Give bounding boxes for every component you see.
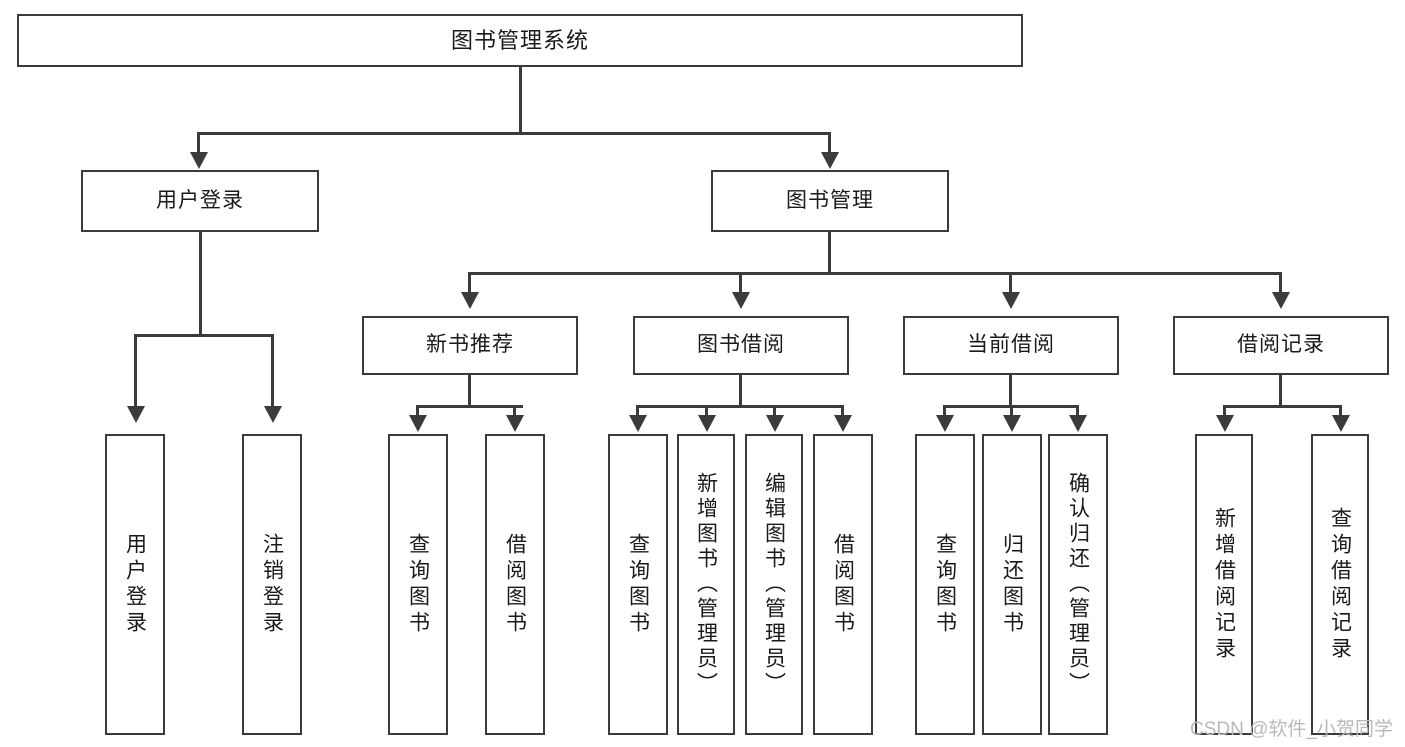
- leaf-logout[interactable]: 注销登录: [242, 434, 302, 735]
- connector-nbr-leaf2: [513, 405, 516, 419]
- arrowhead-bb-leaf1: [629, 415, 647, 432]
- leaf-cb-return-book[interactable]: 归还图书: [982, 434, 1042, 735]
- connector-to-current-borrow: [1009, 272, 1012, 294]
- leaf-label: 归还图书: [1000, 532, 1024, 637]
- arrowhead-book-borrow: [732, 292, 750, 309]
- leaf-br-add-record[interactable]: 新增借阅记录: [1195, 434, 1253, 735]
- connector-user-login-leaf1: [134, 334, 137, 408]
- connector-level3-split-bar: [468, 272, 1282, 275]
- leaf-nbr-query-book[interactable]: 查询图书: [388, 434, 448, 735]
- node-label: 当前借阅: [967, 333, 1055, 357]
- connector-book-borrow-split-bar: [636, 405, 844, 408]
- leaf-bb-query-book[interactable]: 查询图书: [608, 434, 668, 735]
- node-borrow-record[interactable]: 借阅记录: [1173, 316, 1389, 375]
- arrowhead-leaf-user-login: [127, 406, 145, 423]
- connector-bb-leaf4: [841, 405, 844, 419]
- leaf-label: 查询图书: [406, 532, 430, 637]
- node-label: 借阅记录: [1237, 333, 1325, 357]
- connector-cb-leaf2: [1010, 405, 1013, 419]
- leaf-br-query-record[interactable]: 查询借阅记录: [1311, 434, 1369, 735]
- connector-borrow-record-split-bar: [1223, 405, 1342, 408]
- leaf-cb-query-book[interactable]: 查询图书: [915, 434, 975, 735]
- arrowhead-borrow-record: [1272, 292, 1290, 309]
- arrowhead-user-login: [190, 152, 208, 169]
- node-book-borrow[interactable]: 图书借阅: [633, 316, 849, 375]
- connector-new-book-recommend-stem: [468, 375, 471, 408]
- leaf-label: 确认归还（管理员）: [1066, 472, 1090, 697]
- connector-to-book-borrow: [739, 272, 742, 294]
- leaf-bb-edit-book-admin[interactable]: 编辑图书（管理员）: [745, 434, 803, 735]
- connector-root-split-bar: [197, 132, 831, 135]
- leaf-label: 注销登录: [260, 532, 284, 637]
- leaf-label: 用户登录: [123, 532, 147, 637]
- connector-book-borrow-stem: [739, 375, 742, 408]
- node-root-book-management-system[interactable]: 图书管理系统: [17, 14, 1023, 67]
- watermark: CSDN @软件_小贺同学: [1190, 714, 1393, 741]
- arrowhead-bb-leaf2: [698, 415, 716, 432]
- connector-book-management-stem: [828, 232, 831, 274]
- leaf-label: 编辑图书（管理员）: [762, 472, 786, 697]
- arrowhead-br-leaf2: [1332, 415, 1350, 432]
- connector-root-to-book-management: [828, 132, 831, 154]
- watermark-text: CSDN @软件_小贺同学: [1190, 719, 1393, 740]
- node-label: 用户登录: [156, 188, 244, 212]
- arrowhead-br-leaf1: [1216, 415, 1234, 432]
- node-current-borrow[interactable]: 当前借阅: [903, 316, 1119, 375]
- leaf-nbr-borrow-book[interactable]: 借阅图书: [485, 434, 545, 735]
- leaf-cb-confirm-return-admin[interactable]: 确认归还（管理员）: [1048, 434, 1108, 735]
- leaf-label: 新增借阅记录: [1212, 506, 1236, 663]
- connector-bb-leaf2: [705, 405, 708, 419]
- connector-bb-leaf1: [636, 405, 639, 419]
- leaf-label: 借阅图书: [503, 532, 527, 637]
- leaf-label: 借阅图书: [831, 532, 855, 637]
- connector-to-new-book-recommend: [468, 272, 471, 294]
- arrowhead-bb-leaf3: [766, 415, 784, 432]
- node-label: 新书推荐: [426, 333, 514, 357]
- node-label: 图书借阅: [697, 333, 785, 357]
- connector-current-borrow-stem: [1009, 375, 1012, 408]
- leaf-label: 新增图书（管理员）: [694, 472, 718, 697]
- leaf-user-login[interactable]: 用户登录: [105, 434, 165, 735]
- arrowhead-bb-leaf4: [834, 415, 852, 432]
- connector-user-login-stem: [199, 232, 202, 336]
- node-user-login[interactable]: 用户登录: [81, 170, 319, 232]
- node-label: 图书管理: [786, 188, 874, 212]
- leaf-bb-add-book-admin[interactable]: 新增图书（管理员）: [677, 434, 735, 735]
- connector-to-borrow-record: [1279, 272, 1282, 294]
- leaf-label: 查询图书: [626, 532, 650, 637]
- arrowhead-new-book-recommend: [461, 292, 479, 309]
- node-new-book-recommend[interactable]: 新书推荐: [362, 316, 578, 375]
- arrowhead-cb-leaf3: [1069, 415, 1087, 432]
- connector-cb-leaf1: [943, 405, 946, 419]
- connector-bb-leaf3: [773, 405, 776, 419]
- arrowhead-leaf-logout: [264, 406, 282, 423]
- connector-borrow-record-stem: [1279, 375, 1282, 408]
- node-label: 图书管理系统: [450, 27, 589, 53]
- connector-cb-leaf3: [1076, 405, 1079, 419]
- leaf-label: 查询借阅记录: [1328, 506, 1352, 663]
- connector-br-leaf2: [1339, 405, 1342, 419]
- arrowhead-book-management: [821, 152, 839, 169]
- connector-new-book-recommend-split-bar: [416, 405, 523, 408]
- arrowhead-nbr-leaf1: [409, 415, 427, 432]
- connector-nbr-leaf1: [416, 405, 419, 419]
- connector-root-to-user-login: [197, 132, 200, 154]
- arrowhead-nbr-leaf2: [506, 415, 524, 432]
- connector-br-leaf1: [1223, 405, 1226, 419]
- connector-user-login-split-bar: [134, 334, 273, 337]
- connector-root-stem: [519, 67, 522, 134]
- arrowhead-current-borrow: [1002, 292, 1020, 309]
- connector-user-login-leaf2: [271, 334, 274, 408]
- node-book-management[interactable]: 图书管理: [711, 170, 949, 232]
- leaf-label: 查询图书: [933, 532, 957, 637]
- leaf-bb-borrow-book[interactable]: 借阅图书: [813, 434, 873, 735]
- arrowhead-cb-leaf1: [936, 415, 954, 432]
- arrowhead-cb-leaf2: [1003, 415, 1021, 432]
